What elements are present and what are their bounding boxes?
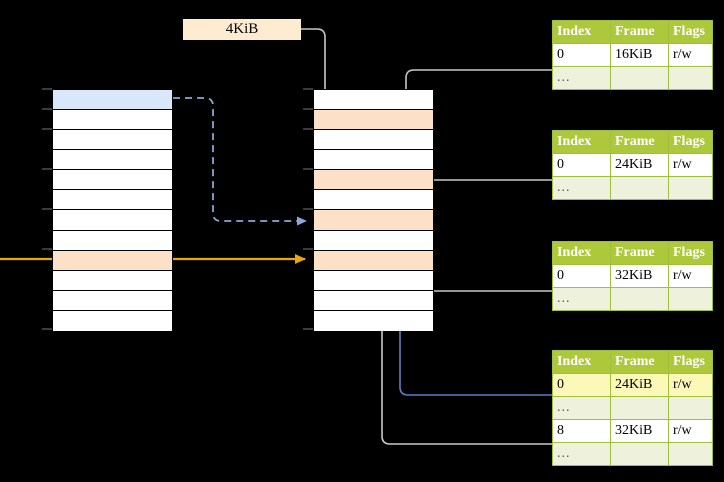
- physical-frame-row: [314, 110, 433, 131]
- entry-cell-highlighted: r/w: [668, 373, 713, 397]
- column-header-index: Index: [552, 20, 611, 44]
- table-row: ...: [552, 176, 713, 200]
- virtual-page-row: [53, 250, 172, 271]
- entry-cell-highlighted: 0: [552, 373, 611, 397]
- table-row: ...: [552, 442, 713, 466]
- wire-pt0-to-frame: [405, 69, 552, 192]
- wire-virtual-to-physical-dashed: [173, 97, 307, 226]
- physical-frame-row: [314, 310, 433, 331]
- virtual-page-row: [53, 170, 172, 191]
- entry-cell: r/w: [668, 43, 713, 67]
- ellipsis-cell: [610, 442, 669, 466]
- entry-cell: 0: [552, 153, 611, 177]
- virtual-page-row: [53, 230, 172, 251]
- entry-cell: 16KiB: [610, 43, 669, 67]
- column-header-frame: Frame: [610, 241, 669, 265]
- wire-size-to-frame: [300, 28, 333, 112]
- column-header-frame: Frame: [610, 20, 669, 44]
- column-header-frame: Frame: [610, 130, 669, 154]
- ellipsis-cell: ...: [552, 66, 611, 90]
- entry-cell: 24KiB: [610, 153, 669, 177]
- ellipsis-cell: [668, 287, 713, 311]
- physical-frame-row: [314, 150, 433, 171]
- wire-pt2-to-frame: [414, 267, 552, 292]
- ellipsis-cell: ...: [552, 442, 611, 466]
- entry-cell-highlighted: 24KiB: [610, 373, 669, 397]
- column-header-index: Index: [552, 130, 611, 154]
- entry-cell: 8: [552, 419, 611, 443]
- entry-cell: r/w: [668, 153, 713, 177]
- column-header-flags: Flags: [668, 20, 713, 44]
- virtual-page-row: [53, 130, 172, 151]
- ellipsis-cell: [668, 66, 713, 90]
- page-size-label: 4KiB: [183, 19, 301, 40]
- entry-cell: 0: [552, 43, 611, 67]
- physical-frame-row: [314, 130, 433, 151]
- virtual-page-row: [53, 110, 172, 131]
- virtual-page-row: [53, 310, 172, 331]
- virtual-page-row: [53, 90, 172, 111]
- ellipsis-cell: ...: [552, 287, 611, 311]
- column-header-flags: Flags: [668, 130, 713, 154]
- middle-column-ticks: [303, 88, 313, 330]
- column-header-flags: Flags: [668, 241, 713, 265]
- ellipsis-cell: ...: [552, 176, 611, 200]
- physical-frame-row: [314, 190, 433, 211]
- table-row: ...: [552, 287, 713, 311]
- ellipsis-cell: [668, 442, 713, 466]
- virtual-page-row: [53, 210, 172, 231]
- entry-cell: 32KiB: [610, 264, 669, 288]
- ellipsis-cell: [668, 176, 713, 200]
- virtual-page-row: [53, 190, 172, 211]
- ellipsis-cell: [610, 396, 669, 420]
- entry-cell: 32KiB: [610, 419, 669, 443]
- table-row: ...: [552, 396, 713, 420]
- physical-frame-row: [314, 230, 433, 251]
- virtual-address-space-column: [52, 89, 173, 331]
- physical-frame-row: [314, 250, 433, 271]
- virtual-page-row: [53, 290, 172, 311]
- column-header-frame: Frame: [610, 350, 669, 374]
- entry-cell: 0: [552, 264, 611, 288]
- table-row: ...: [552, 66, 713, 90]
- virtual-page-row: [53, 150, 172, 171]
- physical-frame-row: [314, 90, 433, 111]
- ellipsis-cell: [668, 396, 713, 420]
- column-header-flags: Flags: [668, 350, 713, 374]
- entry-cell: r/w: [668, 264, 713, 288]
- physical-frame-row: [314, 210, 433, 231]
- physical-frame-row: [314, 270, 433, 291]
- ellipsis-cell: [610, 66, 669, 90]
- physical-memory-column: [313, 89, 434, 331]
- column-header-index: Index: [552, 350, 611, 374]
- ellipsis-cell: [610, 176, 669, 200]
- wire-pt3-row0-to-frame: [391, 220, 552, 396]
- wire-pt3-row8-to-frame: [374, 267, 552, 445]
- physical-frame-row: [314, 170, 433, 191]
- virtual-page-row: [53, 270, 172, 291]
- wire-pt1-to-frame: [421, 179, 552, 232]
- physical-frame-row: [314, 290, 433, 311]
- entry-cell: r/w: [668, 419, 713, 443]
- left-column-ticks: [42, 88, 52, 330]
- ellipsis-cell: ...: [552, 396, 611, 420]
- ellipsis-cell: [610, 287, 669, 311]
- column-header-index: Index: [552, 241, 611, 265]
